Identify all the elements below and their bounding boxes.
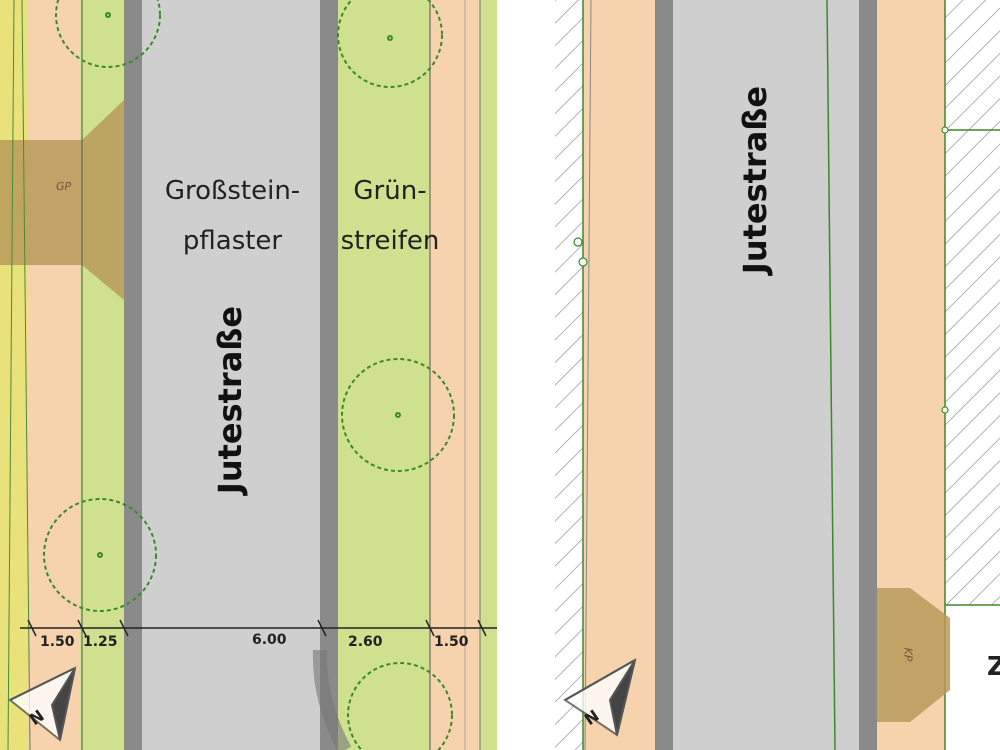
left-sidewalk: [28, 0, 83, 750]
green-label-line2: streifen: [340, 226, 440, 256]
parking-code-left: GP: [56, 180, 72, 193]
right-panel-curb-right: [859, 0, 877, 750]
tree-top-right: [337, 0, 443, 88]
street-name-right: Jutestraße: [736, 85, 774, 275]
dim-sidewalk-right: 1.50: [434, 634, 469, 650]
pavement-label: Großstein- pflaster: [150, 166, 315, 266]
dim-green-left: 1.25: [83, 634, 118, 650]
tree-middle-right: [341, 358, 455, 472]
boundary-markers: [573, 126, 949, 414]
edge-letter-right: Z: [987, 652, 1000, 682]
green-label-line1: Grün-: [353, 176, 427, 206]
parking-code-right: KP: [901, 647, 915, 662]
road-surface: [142, 0, 320, 750]
right-green-strip: [338, 0, 430, 750]
right-green-edge: [480, 0, 497, 750]
green-strip-label: Grün- streifen: [330, 166, 450, 266]
dimension-line: [20, 619, 497, 637]
tree-lower-left: [43, 498, 157, 612]
parking-bay: [0, 100, 124, 300]
hatched-area-left: [555, 0, 583, 750]
right-panel-sidewalk-left: [583, 0, 658, 750]
right-panel-curb-left: [655, 0, 673, 750]
north-arrow-left: [8, 666, 77, 742]
tree-top-left: [55, 0, 161, 68]
curb-right: [320, 0, 338, 750]
tree-bottom-right: [347, 662, 453, 750]
left-plan-panel: Großstein- pflaster Grün- streifen Jutes…: [0, 0, 497, 750]
north-arrow-right: [563, 657, 637, 737]
parking-bay-right: [877, 588, 950, 722]
dim-road: 6.00: [252, 632, 287, 648]
hatched-area-right: [945, 0, 1000, 605]
left-plan-drawing: [0, 0, 497, 750]
right-plan-drawing: [555, 0, 1000, 750]
right-sidewalk: [430, 0, 480, 750]
dim-sidewalk-left: 1.50: [40, 634, 75, 650]
pavement-label-line2: pflaster: [182, 226, 283, 256]
street-name-left: Jutestraße: [211, 305, 249, 495]
curb-left: [124, 0, 142, 750]
pavement-label-line1: Großstein-: [164, 176, 301, 206]
right-plan-panel: Jutestraße KP Z N: [555, 0, 1000, 750]
dim-green-right: 2.60: [348, 634, 383, 650]
